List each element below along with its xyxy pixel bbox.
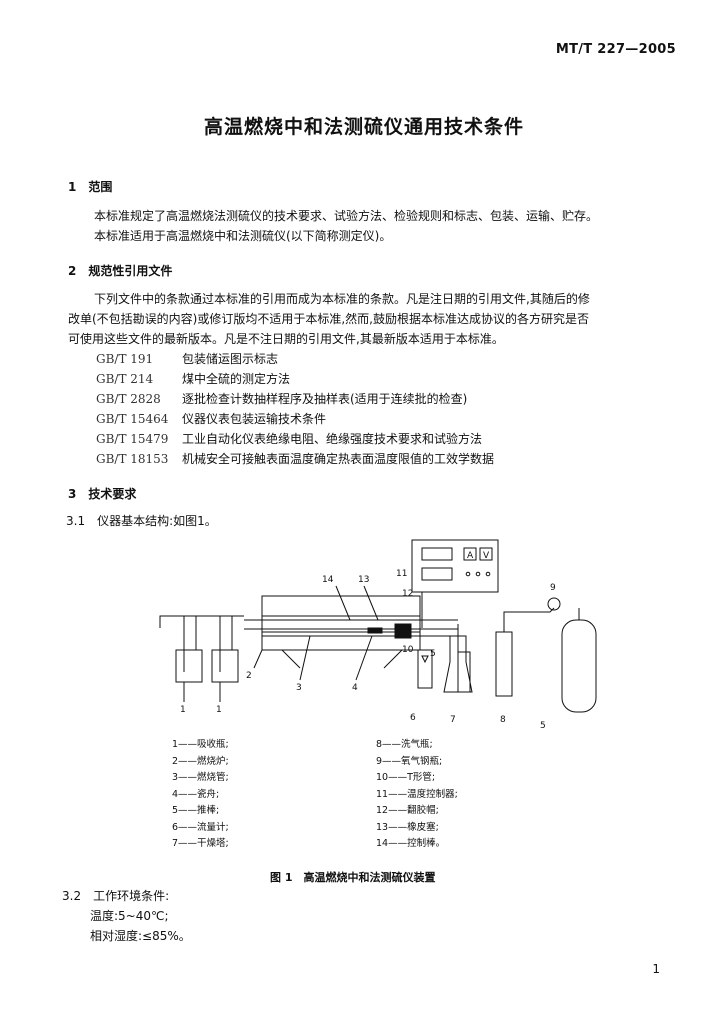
callout-label: 9 — [550, 583, 556, 593]
figure-caption: 图 1 高温燃烧中和法测硫仪装置 — [270, 871, 436, 884]
combustion-furnace — [261, 595, 421, 651]
callout-label: 2 — [246, 671, 252, 681]
reference-title: 工业自动化仪表绝缘电阻、绝缘强度技术要求和试验方法 — [182, 432, 483, 446]
legend-item: 3——燃烧管; — [172, 772, 229, 783]
legend-item: 5——推棒; — [172, 805, 220, 816]
controller-knob — [485, 571, 491, 577]
callout-label: 14 — [322, 575, 334, 585]
callout-label: 5 — [540, 721, 546, 731]
voltmeter-label: V — [483, 551, 490, 561]
legend-item: 13——橡皮塞; — [376, 821, 439, 833]
legend-item: 1——吸收瓶; — [172, 739, 229, 750]
drying-tower — [443, 635, 473, 693]
callout-label: 5 — [430, 649, 436, 659]
reference-item: GB/T 214 煤中全硫的测定方法 — [96, 369, 290, 389]
voltmeter — [479, 547, 493, 561]
flowmeter — [417, 649, 433, 689]
controller-knob — [465, 571, 471, 577]
reference-code: GB/T 18153 — [96, 452, 169, 466]
reference-item: GB/T 15464 仪器仪表包装运输技术条件 — [96, 409, 326, 429]
page-number: 1 — [652, 962, 660, 976]
legend-item: 12——翻胶帽; — [376, 805, 439, 816]
callout-label: 11 — [396, 569, 407, 579]
porcelain-boat — [367, 627, 383, 634]
section-2-heading: 2 规范性引用文件 — [68, 264, 173, 278]
apparatus-diagram: A V 1 1 2 3 4 5 5 6 7 8 9 10 11 12 13 14 — [159, 539, 597, 731]
section-2-para-line-3: 可使用这些文件的最新版本。凡是不注日期的引用文件,其最新版本适用于本标准。 — [68, 332, 504, 346]
section-2-para-line-2: 改单(不包括勘误的内容)或修订版均不适用于本标准,然而,鼓励根据本标准达成协议的… — [68, 312, 589, 326]
legend-item: 4——瓷舟; — [172, 788, 220, 800]
callout-label: 1 — [216, 705, 222, 715]
furnace-inner-chamber — [261, 615, 421, 633]
reference-code: GB/T 191 — [96, 352, 154, 366]
section-3-heading: 3 技术要求 — [68, 487, 137, 501]
reference-title: 包装储运图示标志 — [182, 352, 279, 366]
furnace-stand — [281, 649, 403, 669]
reference-title: 煤中全硫的测定方法 — [182, 372, 291, 386]
humidity-condition: 相对湿度:≤85%。 — [90, 929, 191, 943]
ammeter — [463, 547, 477, 561]
reference-item: GB/T 18153 机械安全可接触表面温度确定热表面温度限值的工效学数据 — [96, 449, 494, 469]
pressure-gauge — [547, 597, 561, 611]
legend-item: 6——流量计; — [172, 821, 229, 833]
legend-item: 8——洗气瓶; — [376, 739, 433, 750]
controller-display-lower — [421, 567, 453, 581]
reference-title: 仪器仪表包装运输技术条件 — [182, 412, 327, 426]
legend-item: 9——氧气钢瓶; — [376, 755, 443, 767]
reference-code: GB/T 15464 — [96, 412, 169, 426]
oxygen-cylinder — [561, 619, 597, 713]
t-tube — [457, 624, 471, 693]
legend-item: 14——控制棒。 — [376, 838, 446, 849]
legend-right: 8——洗气瓶; 9——氧气钢瓶; 10——T形管; 11——温度控制器; 12—… — [376, 737, 458, 853]
leader-line — [335, 585, 351, 621]
callout-label: 12 — [402, 589, 413, 599]
section-3-1: 3.1 仪器基本结构:如图1。 — [66, 514, 217, 528]
callout-label: 13 — [358, 575, 369, 585]
section-2-para-line-1: 下列文件中的条款通过本标准的引用而成为本标准的条款。凡是注日期的引用文件,其随后… — [94, 292, 590, 306]
legend-item: 2——燃烧炉; — [172, 755, 229, 767]
document-title: 高温燃烧中和法测硫仪通用技术条件 — [203, 116, 524, 138]
standard-number: MT/T 227—2005 — [555, 42, 676, 57]
temperature-condition: 温度:5~40℃; — [90, 909, 169, 923]
reference-title: 逐批检查计数抽样程序及抽样表(适用于连续批的检查) — [182, 392, 468, 406]
flowmeter-float — [421, 655, 429, 664]
reference-code: GB/T 214 — [96, 372, 154, 386]
legend-item: 7——干燥塔; — [172, 838, 229, 849]
callout-label: 1 — [180, 705, 186, 715]
gas-washing-bottle — [495, 631, 513, 697]
reference-item: GB/T 15479 工业自动化仪表绝缘电阻、绝缘强度技术要求和试验方法 — [96, 429, 482, 449]
reference-code: GB/T 15479 — [96, 432, 169, 446]
absorption-bottle — [175, 649, 203, 683]
reference-item: GB/T 2828 逐批检查计数抽样程序及抽样表(适用于连续批的检查) — [96, 389, 467, 409]
controller-knob — [475, 571, 481, 577]
gas-line — [503, 607, 555, 620]
callout-label: 4 — [352, 683, 358, 693]
legend-left: 1——吸收瓶; 2——燃烧炉; 3——燃烧管; 4——瓷舟; 5——推棒; 6—… — [172, 737, 229, 853]
ammeter-label: A — [467, 551, 474, 561]
leader-line — [253, 649, 263, 669]
leader-line — [299, 635, 311, 681]
reference-item: GB/T 191 包装储运图示标志 — [96, 349, 278, 369]
controller-display-upper — [421, 547, 453, 561]
legend-item: 11——温度控制器; — [376, 788, 458, 800]
callout-label: 7 — [450, 715, 456, 725]
callout-label: 3 — [296, 683, 302, 693]
reference-code: GB/T 2828 — [96, 392, 161, 406]
section-1-paragraph-2: 本标准适用于高温燃烧中和法测硫仪(以下简称测定仪)。 — [94, 229, 392, 243]
leader-line — [363, 585, 379, 621]
leader-line — [355, 635, 373, 681]
bottle-tubing — [159, 615, 244, 672]
absorption-bottle — [211, 649, 239, 683]
callout-label: 6 — [410, 713, 416, 723]
reference-title: 机械安全可接触表面温度确定热表面温度限值的工效学数据 — [182, 452, 495, 466]
legend-item: 10——T形管; — [376, 772, 436, 783]
section-1-heading: 1 范围 — [68, 180, 113, 194]
section-3-2: 3.2 工作环境条件: — [62, 889, 170, 903]
callout-label: 10 — [402, 645, 414, 655]
temperature-controller — [411, 539, 499, 593]
callout-label: 8 — [500, 715, 506, 725]
section-1-paragraph-1: 本标准规定了高温燃烧法测硫仪的技术要求、试验方法、检验规则和标志、包装、运输、贮… — [94, 209, 599, 223]
rubber-stopper — [394, 623, 412, 639]
